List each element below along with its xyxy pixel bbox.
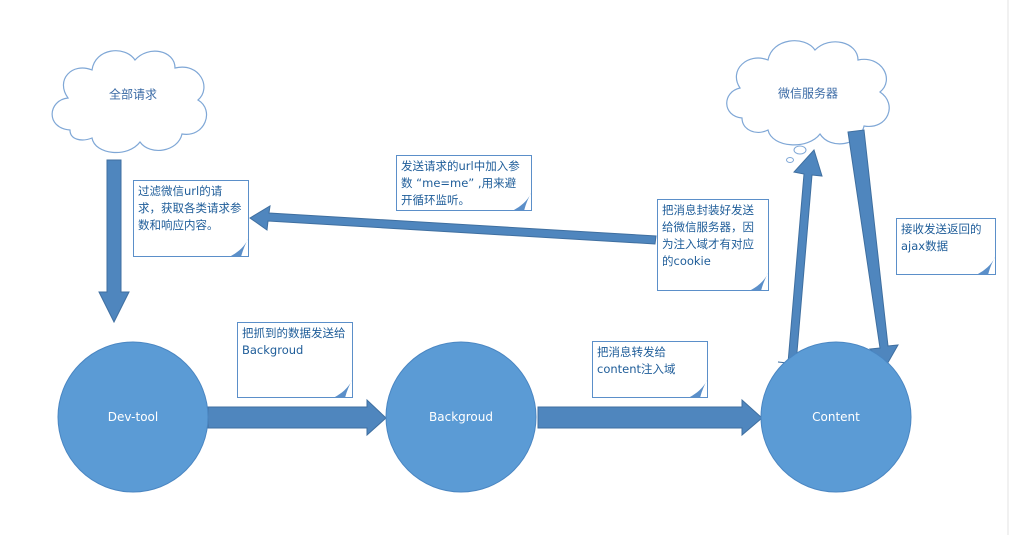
cloud-all-requests xyxy=(51,50,208,154)
node-label-devtool: Dev-tool xyxy=(107,410,159,424)
note-filter-text: 过滤微信url的请求，获取各类请求参数和响应内容。 xyxy=(138,184,242,232)
note-send-background-text: 把抓到的数据发送给Backgroud xyxy=(242,326,346,357)
note-fold-icon xyxy=(511,190,531,210)
arrow-wechat-to-content xyxy=(847,129,899,367)
note-forward-text: 把消息转发给content注入域 xyxy=(597,345,676,376)
note-receive: 接收发送返回的ajax数据 xyxy=(896,218,996,275)
arrow-requests-to-devtool xyxy=(98,159,130,324)
arrow-content-to-wechat xyxy=(777,149,823,365)
node-content[interactable] xyxy=(760,341,912,493)
arrow-param-feedback xyxy=(249,205,657,245)
note-filter: 过滤微信url的请求，获取各类请求参数和响应内容。 xyxy=(133,180,249,257)
arrow-background-to-content xyxy=(537,398,763,437)
cloud-wechat-server xyxy=(726,40,890,163)
note-fold-icon xyxy=(687,377,707,397)
note-param: 发送请求的url中加入参数 “me=me” ,用来避开循环监听。 xyxy=(396,155,532,211)
note-package-text: 把消息封装好发送给微信服务器，因为注入域才有对应的cookie xyxy=(662,203,754,268)
note-fold-icon xyxy=(975,254,995,274)
node-devtool[interactable] xyxy=(57,341,209,493)
arrow-devtool-to-background xyxy=(207,398,387,437)
node-label-background: Backgroud xyxy=(429,410,493,424)
note-send-background: 把抓到的数据发送给Backgroud xyxy=(237,322,353,398)
node-background[interactable] xyxy=(385,341,537,493)
cloud-label-wechat-server: 微信服务器 xyxy=(777,86,839,101)
note-fold-icon xyxy=(332,377,352,397)
note-fold-icon xyxy=(748,270,768,290)
note-package: 把消息封装好发送给微信服务器，因为注入域才有对应的cookie xyxy=(657,199,769,291)
cloud-label-all-requests: 全部请求 xyxy=(108,87,158,102)
note-receive-text: 接收发送返回的ajax数据 xyxy=(901,222,982,253)
node-label-content: Content xyxy=(812,410,860,424)
note-param-text: 发送请求的url中加入参数 “me=me” ,用来避开循环监听。 xyxy=(401,159,520,207)
note-forward: 把消息转发给content注入域 xyxy=(592,341,708,398)
note-fold-icon xyxy=(228,236,248,256)
